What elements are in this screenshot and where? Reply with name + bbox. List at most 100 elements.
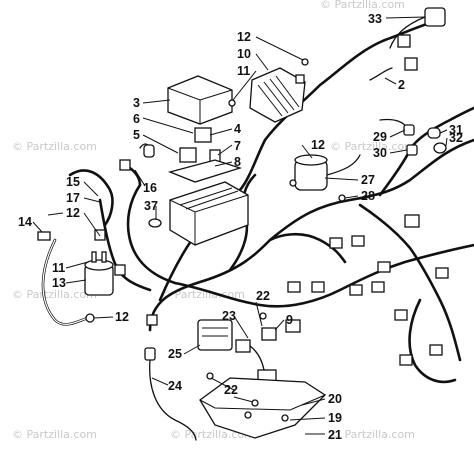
connector [146, 314, 158, 326]
relay [179, 147, 197, 163]
fuse-panel [167, 159, 243, 183]
callout-12: 12 [66, 206, 80, 220]
connector [377, 261, 391, 273]
leader [83, 197, 101, 203]
voltage-regulator [249, 67, 306, 123]
sensor-lead [149, 359, 197, 441]
leader [32, 221, 43, 233]
leader-lines [32, 16, 448, 435]
screw [338, 194, 346, 202]
leader [209, 128, 233, 136]
harness-branch-left [126, 183, 177, 285]
callout-4: 4 [234, 122, 241, 136]
leader [301, 398, 326, 406]
screw [301, 58, 309, 66]
callout-3: 3 [133, 96, 140, 110]
regulator-fin [263, 81, 289, 114]
callout-20: 20 [328, 392, 342, 406]
callout-15: 15 [66, 175, 80, 189]
leader [255, 53, 269, 71]
leader [445, 137, 448, 147]
callout-30: 30 [373, 146, 387, 160]
callout-37: 37 [144, 199, 158, 213]
callout-22: 22 [224, 383, 238, 397]
terminal [403, 124, 415, 136]
connector [349, 284, 363, 296]
relay [194, 127, 212, 143]
callout-16: 16 [143, 181, 157, 195]
watermark: © Partzilla.com [330, 428, 415, 441]
regulator-body [249, 67, 306, 123]
leader [384, 77, 397, 85]
connector [397, 34, 411, 48]
boot [427, 127, 441, 139]
grommet [433, 142, 447, 154]
plate-hole [281, 414, 289, 422]
connector [404, 57, 418, 71]
screw [206, 372, 214, 380]
connector-33 [424, 7, 446, 27]
leader [142, 99, 171, 104]
plate-body [199, 377, 327, 439]
leader [142, 134, 179, 154]
sensor-connector [144, 347, 156, 361]
watermark: © Partzilla.com [12, 428, 97, 441]
connector [351, 235, 365, 247]
fuse-box-cover [167, 75, 233, 125]
leader [93, 316, 114, 319]
connector [435, 267, 449, 279]
connector [287, 281, 301, 293]
leader [65, 279, 87, 284]
callout-13: 13 [52, 276, 66, 290]
connector [394, 309, 408, 321]
connector [371, 281, 385, 293]
coil-lead [326, 154, 361, 176]
harness-branch-right [268, 232, 347, 264]
battery-cable-highlight [42, 239, 89, 325]
leader [65, 261, 89, 269]
callout-12: 12 [237, 30, 251, 44]
callout-11: 11 [52, 261, 65, 275]
callout-10: 10 [237, 47, 251, 61]
plate-hole [244, 411, 252, 419]
callout-32: 32 [449, 131, 463, 145]
ground-cable [68, 169, 114, 227]
terminal-cap [406, 144, 418, 156]
callout-23: 23 [222, 309, 236, 323]
callout-17: 17 [66, 191, 80, 205]
screw [259, 312, 267, 320]
regulator-fin [269, 78, 295, 111]
callout-19: 19 [328, 411, 342, 425]
module [197, 319, 233, 351]
callout-28: 28 [361, 189, 375, 203]
connector [235, 339, 251, 353]
screw [289, 179, 297, 187]
callout-8: 8 [234, 155, 241, 169]
watermark: © Partzilla.com [12, 140, 97, 153]
leader [214, 161, 233, 167]
callout-11: 11 [237, 64, 250, 78]
leader [210, 377, 235, 391]
connector [114, 264, 126, 276]
leader [217, 144, 233, 156]
callout-27: 27 [361, 173, 375, 187]
leader [151, 377, 169, 386]
connector [329, 237, 343, 249]
fuse-block-body [169, 181, 249, 246]
leader [183, 344, 201, 355]
callout-21: 21 [328, 428, 342, 442]
leader [289, 417, 326, 421]
connector [311, 281, 325, 293]
fuse-block [169, 181, 249, 246]
watermarks: © Partzilla.com © Partzilla.com © Partzi… [12, 0, 415, 441]
leader [255, 301, 263, 327]
regulator-fin [257, 84, 283, 117]
clip [148, 218, 162, 228]
leader [344, 195, 359, 199]
leader [385, 16, 426, 19]
connector [94, 229, 106, 241]
leader [47, 212, 64, 216]
harness-branch-far-right [358, 203, 462, 362]
leader [232, 70, 257, 101]
